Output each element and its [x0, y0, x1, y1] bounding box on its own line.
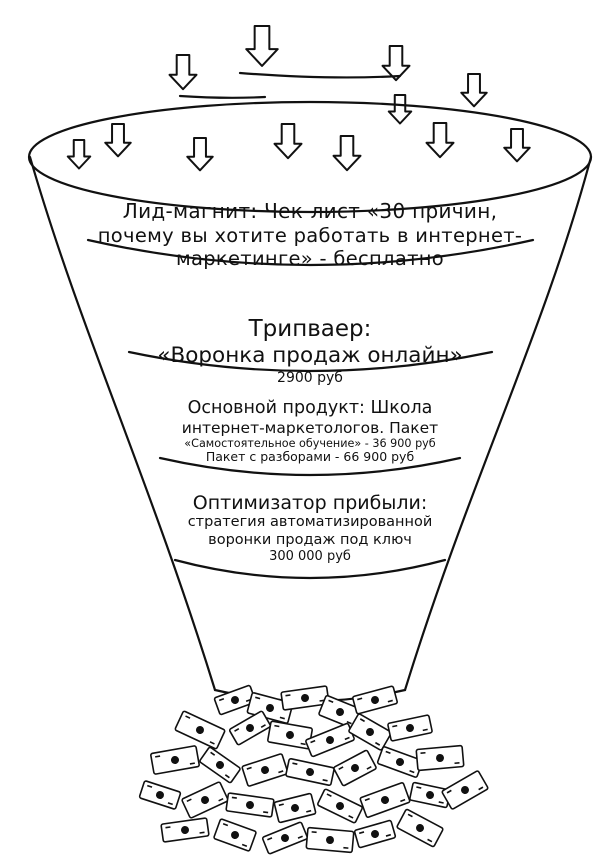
- band-divider-2: [127, 350, 494, 373]
- banknote-icon: [213, 818, 257, 852]
- banknote-icon: [228, 710, 272, 746]
- tier-profit-maximizer: Оптимизатор прибыли: стратегия автоматиз…: [165, 492, 455, 564]
- banknote-icon: [261, 821, 309, 855]
- down-arrow-icon: [66, 139, 92, 170]
- down-arrow-icon: [332, 135, 362, 172]
- banknote-icon: [280, 685, 330, 711]
- tier-tripwire-product: «Воронка продаж онлайн»: [157, 343, 463, 369]
- banknote-icon: [241, 753, 289, 787]
- banknote-icon: [353, 819, 397, 849]
- band-divider-3: [158, 456, 462, 477]
- banknote-icon: [174, 710, 226, 750]
- down-arrow-icon: [503, 128, 531, 163]
- funnel-left-wall: [28, 155, 217, 692]
- money-pile: [138, 684, 489, 855]
- tier-core-product-line-4: Пакет с разборами - 66 900 руб: [205, 449, 415, 465]
- banknote-icon: [317, 788, 363, 824]
- tier-lead-magnet-line-1: Лид-магнит: Чек-лист «30 причин,: [122, 199, 498, 223]
- arrow-dash: [238, 71, 402, 79]
- banknote-icon: [181, 781, 229, 819]
- banknote-icon: [267, 720, 313, 750]
- down-arrow-icon: [273, 123, 303, 160]
- tier-profit-maximizer-line-3: воронки продаж под ключ: [208, 531, 412, 548]
- down-arrow-icon: [425, 122, 455, 159]
- banknote-icon: [333, 749, 377, 787]
- banknote-icon: [138, 780, 182, 810]
- banknote-icon: [305, 826, 355, 854]
- banknote-icon: [396, 808, 444, 848]
- down-arrow-icon: [381, 45, 411, 82]
- down-arrow-icon: [245, 25, 279, 67]
- band-divider-1: [86, 238, 535, 267]
- tier-profit-maximizer-line-4: 300 000 руб: [269, 548, 351, 564]
- tier-tripwire: Трипваер: «Воронка продаж онлайн» 2900 р…: [120, 316, 500, 387]
- down-arrow-icon: [460, 73, 488, 108]
- banknote-icon: [387, 714, 433, 742]
- banknote-icon: [273, 792, 317, 824]
- banknote-icon: [305, 722, 355, 758]
- banknote-icon: [441, 770, 489, 810]
- down-arrow-icon: [168, 54, 198, 91]
- banknote-icon: [199, 746, 241, 784]
- banknote-icon: [225, 792, 275, 818]
- band-divider-4: [173, 558, 447, 580]
- tier-tripwire-price: 2900 руб: [277, 370, 343, 387]
- down-arrow-icon: [186, 137, 214, 172]
- tier-profit-maximizer-line-2: стратегия автоматизированной: [187, 514, 433, 531]
- funnel-right-wall: [403, 155, 593, 692]
- banknote-icon: [359, 782, 411, 818]
- banknote-icon: [150, 745, 200, 775]
- tier-profit-maximizer-line-1: Оптимизатор прибыли:: [192, 492, 428, 514]
- tier-core-product-line-3: «Самостоятельное обучение» - 36 900 руб: [184, 436, 436, 450]
- banknote-icon: [415, 744, 465, 772]
- funnel-rim: [27, 100, 593, 214]
- tier-lead-magnet-line-3: маркетинге» - бесплатно: [175, 246, 445, 270]
- tier-tripwire-title: Трипваер:: [248, 316, 372, 342]
- banknote-icon: [160, 817, 210, 843]
- down-arrow-icon: [387, 94, 413, 125]
- banknote-icon: [352, 685, 398, 715]
- tier-lead-magnet-line-2: почему вы хотите работать в интернет-: [97, 223, 523, 247]
- arrow-dash-2: [178, 94, 267, 99]
- banknote-icon: [285, 757, 335, 787]
- tier-core-product-line-2: интернет-маркетологов. Пакет: [181, 418, 439, 437]
- down-arrow-icon: [104, 123, 132, 158]
- tier-core-product-line-1: Основной продукт: Школа: [187, 398, 433, 418]
- inflow-arrows: [66, 25, 531, 172]
- banknote-icon: [348, 713, 392, 751]
- banknote-icon: [318, 694, 362, 730]
- tier-core-product: Основной продукт: Школа интернет-маркето…: [150, 398, 470, 465]
- tier-lead-magnet: Лид-магнит: Чек-лист «30 причин, почему …: [80, 199, 540, 270]
